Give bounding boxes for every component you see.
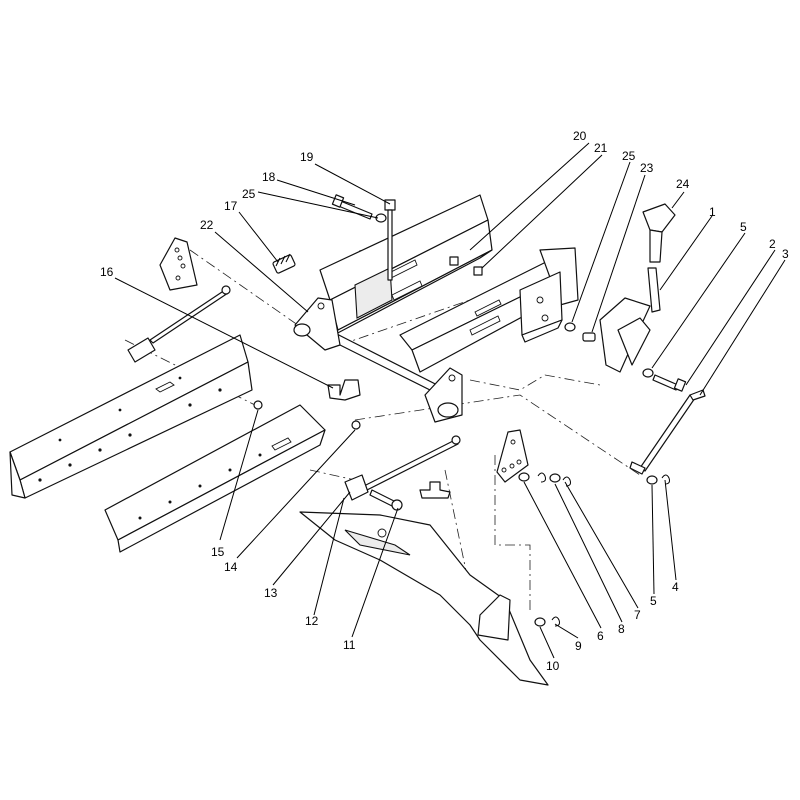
- callout-10: 10: [546, 659, 560, 673]
- height-adjust-plate-left: [159, 237, 198, 291]
- washer-25-right: [564, 322, 576, 332]
- washer-bolt-19: [375, 199, 396, 281]
- callout-8: 8: [618, 622, 625, 636]
- callout-5-lower: 5: [650, 594, 657, 608]
- callout-20: 20: [573, 129, 587, 143]
- lower-rod: [344, 435, 461, 501]
- washer-7: [549, 473, 561, 483]
- deck-lift-arm: [299, 511, 549, 686]
- leader-lines: [114, 142, 786, 659]
- left-frame-rail: [9, 334, 253, 499]
- callout-23: 23: [640, 161, 654, 175]
- clip-8: [537, 472, 546, 483]
- callout-1: 1: [709, 205, 716, 219]
- callout-18: 18: [262, 170, 276, 184]
- callout-24: 24: [676, 177, 690, 191]
- spring: [272, 253, 296, 274]
- callout-11: 11: [343, 638, 356, 652]
- lever-knob: [642, 203, 676, 263]
- callout-12: 12: [305, 614, 319, 628]
- callout-3: 3: [782, 247, 789, 261]
- mounting-bracket: [519, 271, 563, 343]
- callout-13: 13: [264, 586, 278, 600]
- washer-5-upper: [642, 368, 654, 378]
- callout-15: 15: [211, 545, 225, 559]
- lower-clamp: [419, 481, 451, 499]
- callout-2: 2: [769, 237, 776, 251]
- callout-14: 14: [224, 560, 238, 574]
- callout-9: 9: [575, 639, 582, 653]
- callout-22: 22: [200, 218, 214, 232]
- callout-25-left: 25: [242, 187, 256, 201]
- callout-4: 4: [672, 580, 679, 594]
- bolt-2: [652, 374, 687, 392]
- callout-6: 6: [597, 629, 604, 643]
- bolt-11: [369, 489, 403, 511]
- right-rod: [629, 389, 706, 475]
- clip-4: [661, 474, 670, 485]
- nut-15: [253, 400, 263, 410]
- washer-5-lower: [646, 475, 658, 485]
- nut-21: [473, 266, 483, 276]
- height-adjust-plate-right: [496, 429, 529, 483]
- adjusting-rod-left: [127, 285, 231, 363]
- nut-20: [449, 256, 459, 266]
- callout-5-upper: 5: [740, 220, 747, 234]
- callouts: 20 21 25 23 24 1 5 2 3 4 5 7 8 6 9 10 11…: [100, 129, 789, 673]
- washer-6: [518, 472, 530, 482]
- clip-7: [562, 476, 571, 487]
- callout-19: 19: [300, 150, 314, 164]
- bell-crank-plate-right: [424, 367, 463, 423]
- callout-21: 21: [594, 141, 608, 155]
- callout-17: 17: [224, 199, 238, 213]
- lift-lever: [599, 267, 661, 373]
- bushing-23: [582, 332, 596, 342]
- callout-16: 16: [100, 265, 114, 279]
- clamp: [327, 379, 361, 401]
- center-frame-rail: [104, 404, 326, 553]
- nut-14: [351, 420, 361, 430]
- callout-25-right: 25: [622, 149, 636, 163]
- callout-7: 7: [634, 608, 641, 622]
- bell-crank-plate-left: [293, 297, 341, 351]
- washer-10: [534, 617, 546, 627]
